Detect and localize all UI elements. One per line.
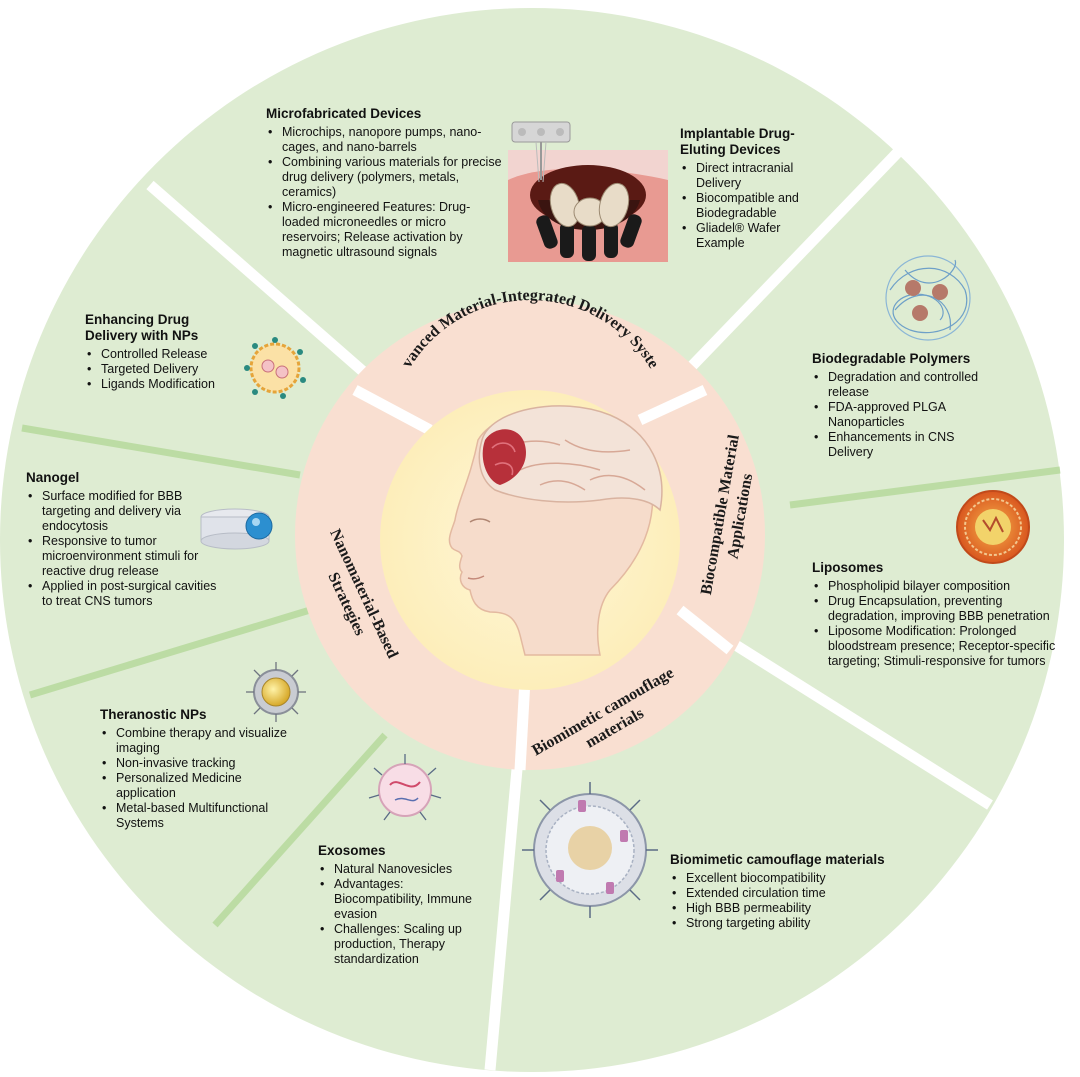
implantable-devices-title: Implantable Drug-Eluting Devices [680,126,795,157]
liposome-icon [956,490,1030,564]
list-item: Micro-engineered Features: Drug-loaded m… [266,200,506,260]
list-item: Enhancements in CNS Delivery [812,430,1002,460]
list-item: Advantages: Biocompatibility, Immune eva… [318,877,478,922]
biomimetic-title: Biomimetic camouflage materials [670,852,885,867]
exosomes-panel: Exosomes Natural Nanovesicles Advantages… [318,843,478,967]
list-item: Combining various materials for precise … [266,155,506,200]
list-item: FDA-approved PLGA Nanoparticles [812,400,1002,430]
list-item: Direct intracranial Delivery [680,161,830,191]
list-item: Phospholipid bilayer composition [812,579,1057,594]
list-item: Extended circulation time [670,886,910,901]
biodegradable-polymers-title: Biodegradable Polymers [812,351,971,366]
biomimetic-nanoparticle-icon [522,782,658,918]
list-item: Degradation and controlled release [812,370,1002,400]
implant-device-illustration [508,121,668,262]
microfabricated-devices-list: Microchips, nanopore pumps, nano-cages, … [266,125,506,260]
microfabricated-devices-panel: Microfabricated Devices Microchips, nano… [266,106,506,260]
nanogel-panel: Nanogel Surface modified for BBB targeti… [26,470,226,609]
exosomes-list: Natural Nanovesicles Advantages: Biocomp… [318,862,478,967]
functionalized-nanoparticle-icon [244,337,306,399]
polymer-nanoparticle-icon [885,255,971,341]
exosomes-title: Exosomes [318,843,386,858]
list-item: Drug Encapsulation, preventing degradati… [812,594,1057,624]
list-item: Applied in post-surgical cavities to tre… [26,579,226,609]
nanogel-list: Surface modified for BBB targeting and d… [26,489,226,609]
list-item: Targeted Delivery [85,362,245,377]
list-item: Combine therapy and visualize imaging [100,726,300,756]
list-item: Excellent biocompatibility [670,871,910,886]
list-item: Gliadel® Wafer Example [680,221,830,251]
liposomes-panel: Liposomes Phospholipid bilayer compositi… [812,560,1057,669]
list-item: Metal-based Multifunctional Systems [100,801,300,831]
subsection-dividers [21,424,1061,928]
list-item: Responsive to tumor microenvironment sti… [26,534,226,579]
list-item: Controlled Release [85,347,245,362]
exosome-icon [368,754,442,821]
enhancing-delivery-panel: Enhancing Drug Delivery with NPs Control… [85,312,245,392]
list-item: Liposome Modification: Prolonged bloodst… [812,624,1057,669]
implantable-devices-panel: Implantable Drug-Eluting Devices Direct … [680,126,830,251]
list-item: Surface modified for BBB targeting and d… [26,489,226,534]
enhancing-delivery-list: Controlled Release Targeted Delivery Lig… [85,347,245,392]
list-item: Strong targeting ability [670,916,910,931]
theranostic-panel: Theranostic NPs Combine therapy and visu… [100,707,300,831]
biomimetic-list: Excellent biocompatibility Extended circ… [670,871,910,931]
biodegradable-polymers-panel: Biodegradable Polymers Degradation and c… [812,351,1002,460]
list-item: Biocompatible and Biodegradable [680,191,830,221]
liposomes-list: Phospholipid bilayer composition Drug En… [812,579,1057,669]
implantable-devices-list: Direct intracranial Delivery Biocompatib… [680,161,830,251]
list-item: Non-invasive tracking [100,756,300,771]
list-item: Personalized Medicine application [100,771,300,801]
list-item: Challenges: Scaling up production, Thera… [318,922,478,967]
human-head-illustration [448,405,663,656]
theranostic-title: Theranostic NPs [100,707,207,722]
biomimetic-panel: Biomimetic camouflage materials Excellen… [670,852,910,931]
list-item: High BBB permeability [670,901,910,916]
nanogel-title: Nanogel [26,470,80,485]
microfabricated-devices-title: Microfabricated Devices [266,106,422,121]
list-item: Microchips, nanopore pumps, nano-cages, … [266,125,506,155]
enhancing-delivery-title: Enhancing Drug Delivery with NPs [85,312,199,343]
liposomes-title: Liposomes [812,560,884,575]
list-item: Natural Nanovesicles [318,862,478,877]
theranostic-nanoparticle-icon [246,662,306,722]
biodegradable-polymers-list: Degradation and controlled release FDA-a… [812,370,1002,460]
theranostic-list: Combine therapy and visualize imaging No… [100,726,300,831]
list-item: Ligands Modification [85,377,245,392]
